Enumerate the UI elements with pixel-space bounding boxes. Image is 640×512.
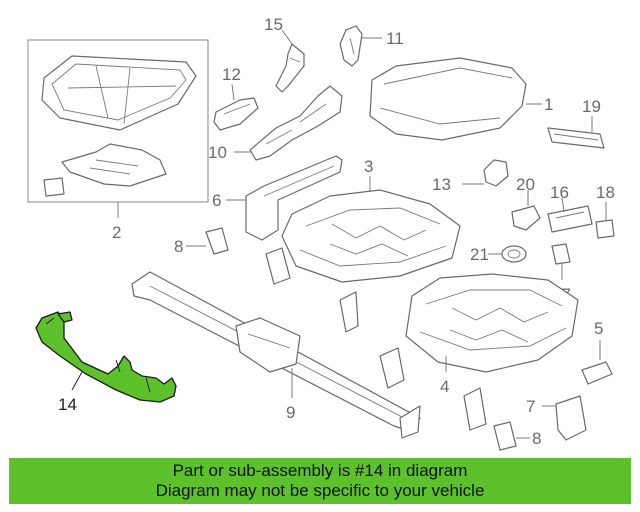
part-12: 12 — [213, 65, 259, 131]
callout-1[interactable]: 1 — [544, 95, 553, 114]
part-2-group: 2 — [27, 39, 209, 242]
part-10: 10 — [208, 85, 343, 162]
part-3: 3 — [265, 157, 461, 285]
callout-6[interactable]: 6 — [212, 191, 221, 210]
part-20: 20 — [511, 175, 541, 231]
callout-8-right[interactable]: 8 — [532, 429, 541, 448]
callout-16[interactable]: 16 — [550, 183, 569, 202]
callout-4[interactable]: 4 — [440, 377, 449, 396]
part-6: 6 — [212, 155, 343, 241]
callout-11[interactable]: 11 — [386, 29, 404, 48]
callout-5[interactable]: 5 — [594, 319, 603, 338]
part-7: 7 — [526, 395, 587, 441]
part-5: 5 — [581, 319, 613, 385]
part-1: 1 — [369, 57, 553, 141]
callout-9[interactable]: 9 — [286, 403, 295, 422]
banner-line-1: Part or sub-assembly is #14 in diagram — [172, 461, 468, 480]
callout-21[interactable]: 21 — [470, 245, 489, 264]
part-9: 9 — [131, 271, 421, 439]
callout-20[interactable]: 20 — [516, 175, 535, 194]
part-8-right: 8 — [493, 421, 541, 451]
part-13: 13 — [432, 159, 509, 194]
part-16: 16 — [547, 183, 593, 233]
callout-3[interactable]: 3 — [364, 157, 373, 176]
part-15: 15 — [264, 15, 305, 93]
part-21: 21 — [470, 245, 527, 264]
callout-15[interactable]: 15 — [264, 15, 283, 34]
banner-line-2: Diagram may not be specific to your vehi… — [155, 481, 485, 500]
callout-2[interactable]: 2 — [112, 223, 121, 242]
part-14-highlighted[interactable]: 14 — [35, 311, 177, 414]
callout-18[interactable]: 18 — [596, 183, 615, 202]
callout-13[interactable]: 13 — [432, 175, 451, 194]
callout-19[interactable]: 19 — [582, 97, 601, 116]
part-4: 4 — [339, 273, 579, 431]
part-19: 19 — [547, 97, 605, 149]
parts-diagram: 2 15 11 12 10 1 19 — [27, 15, 615, 451]
callout-14[interactable]: 14 — [58, 395, 77, 414]
part-18: 18 — [595, 183, 615, 239]
info-banner: Part or sub-assembly is #14 in diagram D… — [9, 458, 631, 504]
callout-10[interactable]: 10 — [208, 143, 227, 162]
callout-8-left[interactable]: 8 — [174, 237, 183, 256]
part-11: 11 — [339, 25, 404, 67]
part-8-left: 8 — [174, 227, 229, 256]
callout-7[interactable]: 7 — [526, 397, 535, 416]
callout-12[interactable]: 12 — [222, 65, 241, 84]
